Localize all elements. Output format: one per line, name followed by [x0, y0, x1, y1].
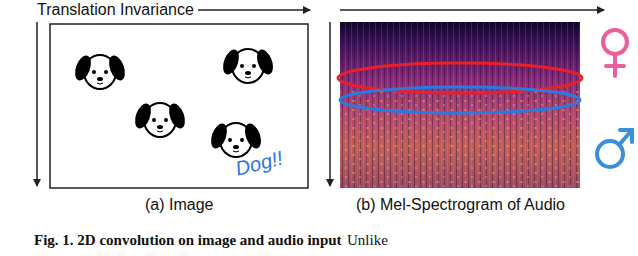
- panel-label: (a) Image: [145, 196, 213, 214]
- axis-title: Translation Invariance: [37, 1, 198, 19]
- figure-caption: Fig. 1. 2D convolution on image and audi…: [34, 232, 342, 249]
- panel-label: (b) Mel-Spectrogram of Audio: [356, 196, 565, 214]
- caption-cont: Unlike: [347, 232, 388, 249]
